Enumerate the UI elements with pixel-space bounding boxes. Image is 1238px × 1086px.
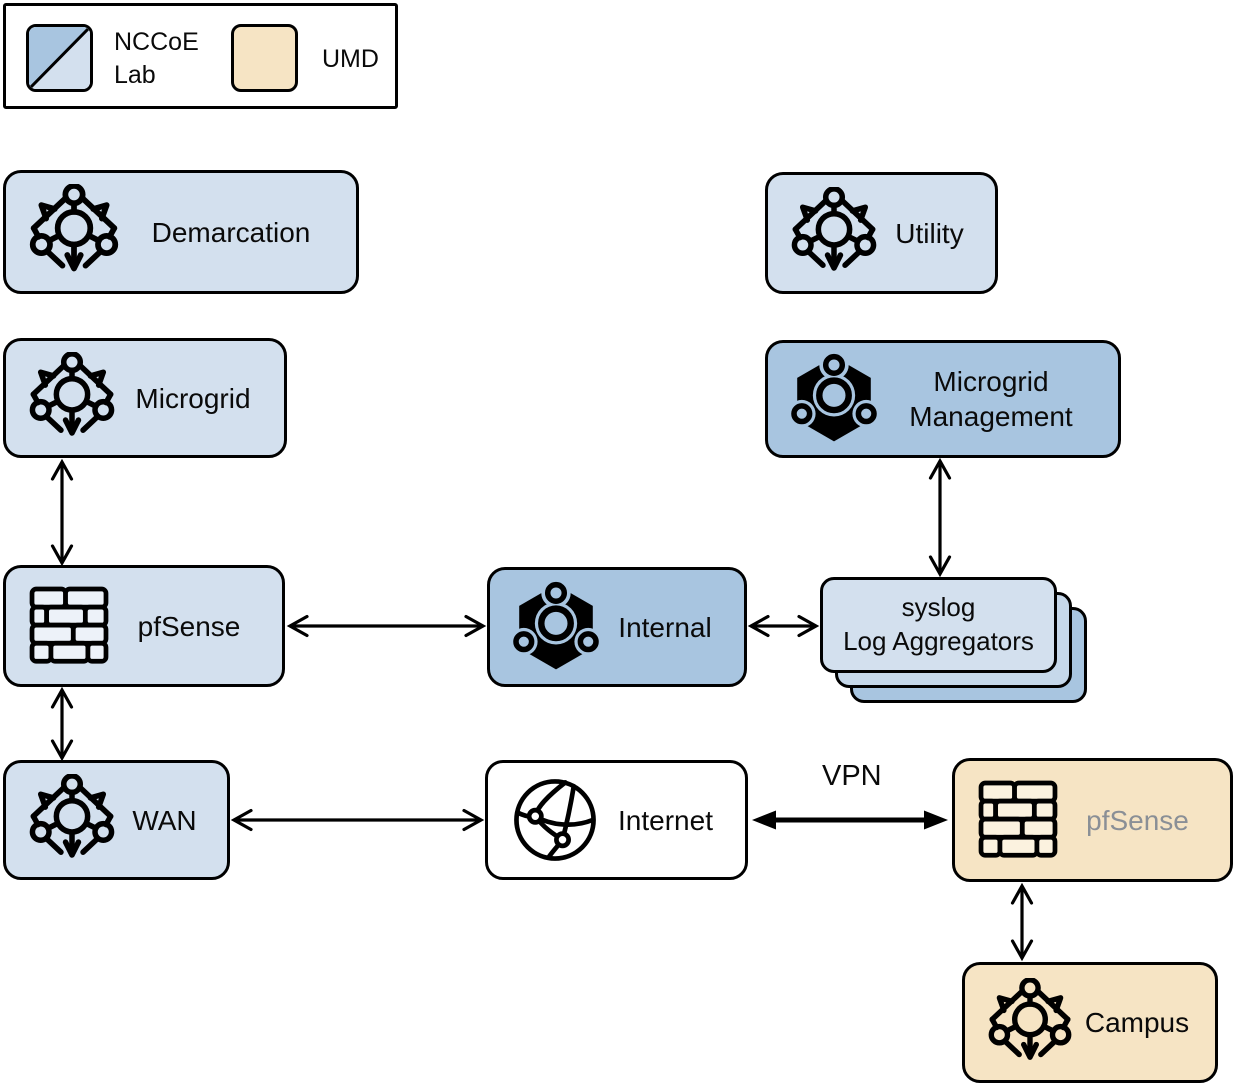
legend-nccoe-line2: Lab [114, 61, 156, 89]
node-demarcation-label: Demarcation [151, 216, 311, 248]
node-pfsense-umd: pfSense [952, 758, 1233, 882]
network-outline-icon [26, 352, 118, 444]
legend-umd-text: UMD [322, 44, 379, 73]
node-syslog-log-aggregators: syslog Log Aggregators [820, 577, 1087, 703]
legend-label-umd: UMD [322, 6, 379, 112]
legend: NCCoE Lab UMD [3, 3, 398, 109]
node-pfsense-umd-label: pfSense [1086, 804, 1189, 836]
vpn-edge-label: VPN [822, 760, 882, 792]
node-wan-label: WAN [132, 804, 197, 836]
node-campus: Campus [962, 962, 1218, 1083]
node-pfsense-lab: pfSense [3, 565, 285, 687]
diagonal-split-swatch-icon [29, 27, 90, 89]
mm-label-line2: Management [909, 401, 1073, 432]
firewall-icon [975, 775, 1061, 865]
network-outline-icon [26, 184, 122, 280]
node-pfsense-lab-label: pfSense [137, 610, 241, 642]
node-microgrid-management: Microgrid Management [765, 340, 1121, 458]
network-filled-icon [788, 353, 880, 445]
globe-icon [508, 773, 602, 867]
node-demarcation: Demarcation [3, 170, 359, 294]
node-internal: Internal [487, 567, 747, 687]
legend-nccoe-line1: NCCoE [114, 28, 199, 56]
node-internet-label: Internet [618, 804, 713, 836]
firewall-icon [26, 581, 112, 671]
node-microgrid-management-label: Microgrid Management [880, 364, 1102, 434]
legend-swatch-umd [231, 24, 298, 92]
node-microgrid-label: Microgrid [135, 382, 251, 414]
network-outline-icon [788, 187, 880, 279]
node-microgrid: Microgrid [3, 338, 287, 458]
node-campus-label: Campus [1084, 1007, 1190, 1038]
legend-swatch-nccoe [26, 24, 93, 92]
network-filled-icon [510, 581, 602, 673]
stack-layer-front: syslog Log Aggregators [820, 577, 1057, 673]
network-outline-icon [985, 978, 1075, 1068]
node-internet: Internet [485, 760, 748, 880]
mm-label-line1: Microgrid [933, 366, 1049, 397]
node-utility: Utility [765, 172, 998, 294]
node-internal-label: Internal [618, 611, 712, 643]
legend-label-nccoe: NCCoE Lab [114, 6, 199, 112]
network-outline-icon [26, 774, 118, 866]
syslog-label-line1: syslog [901, 592, 976, 623]
node-wan: WAN [3, 760, 230, 880]
syslog-label-line2: Log Aggregators [843, 626, 1034, 656]
node-utility-label: Utility [895, 217, 964, 249]
